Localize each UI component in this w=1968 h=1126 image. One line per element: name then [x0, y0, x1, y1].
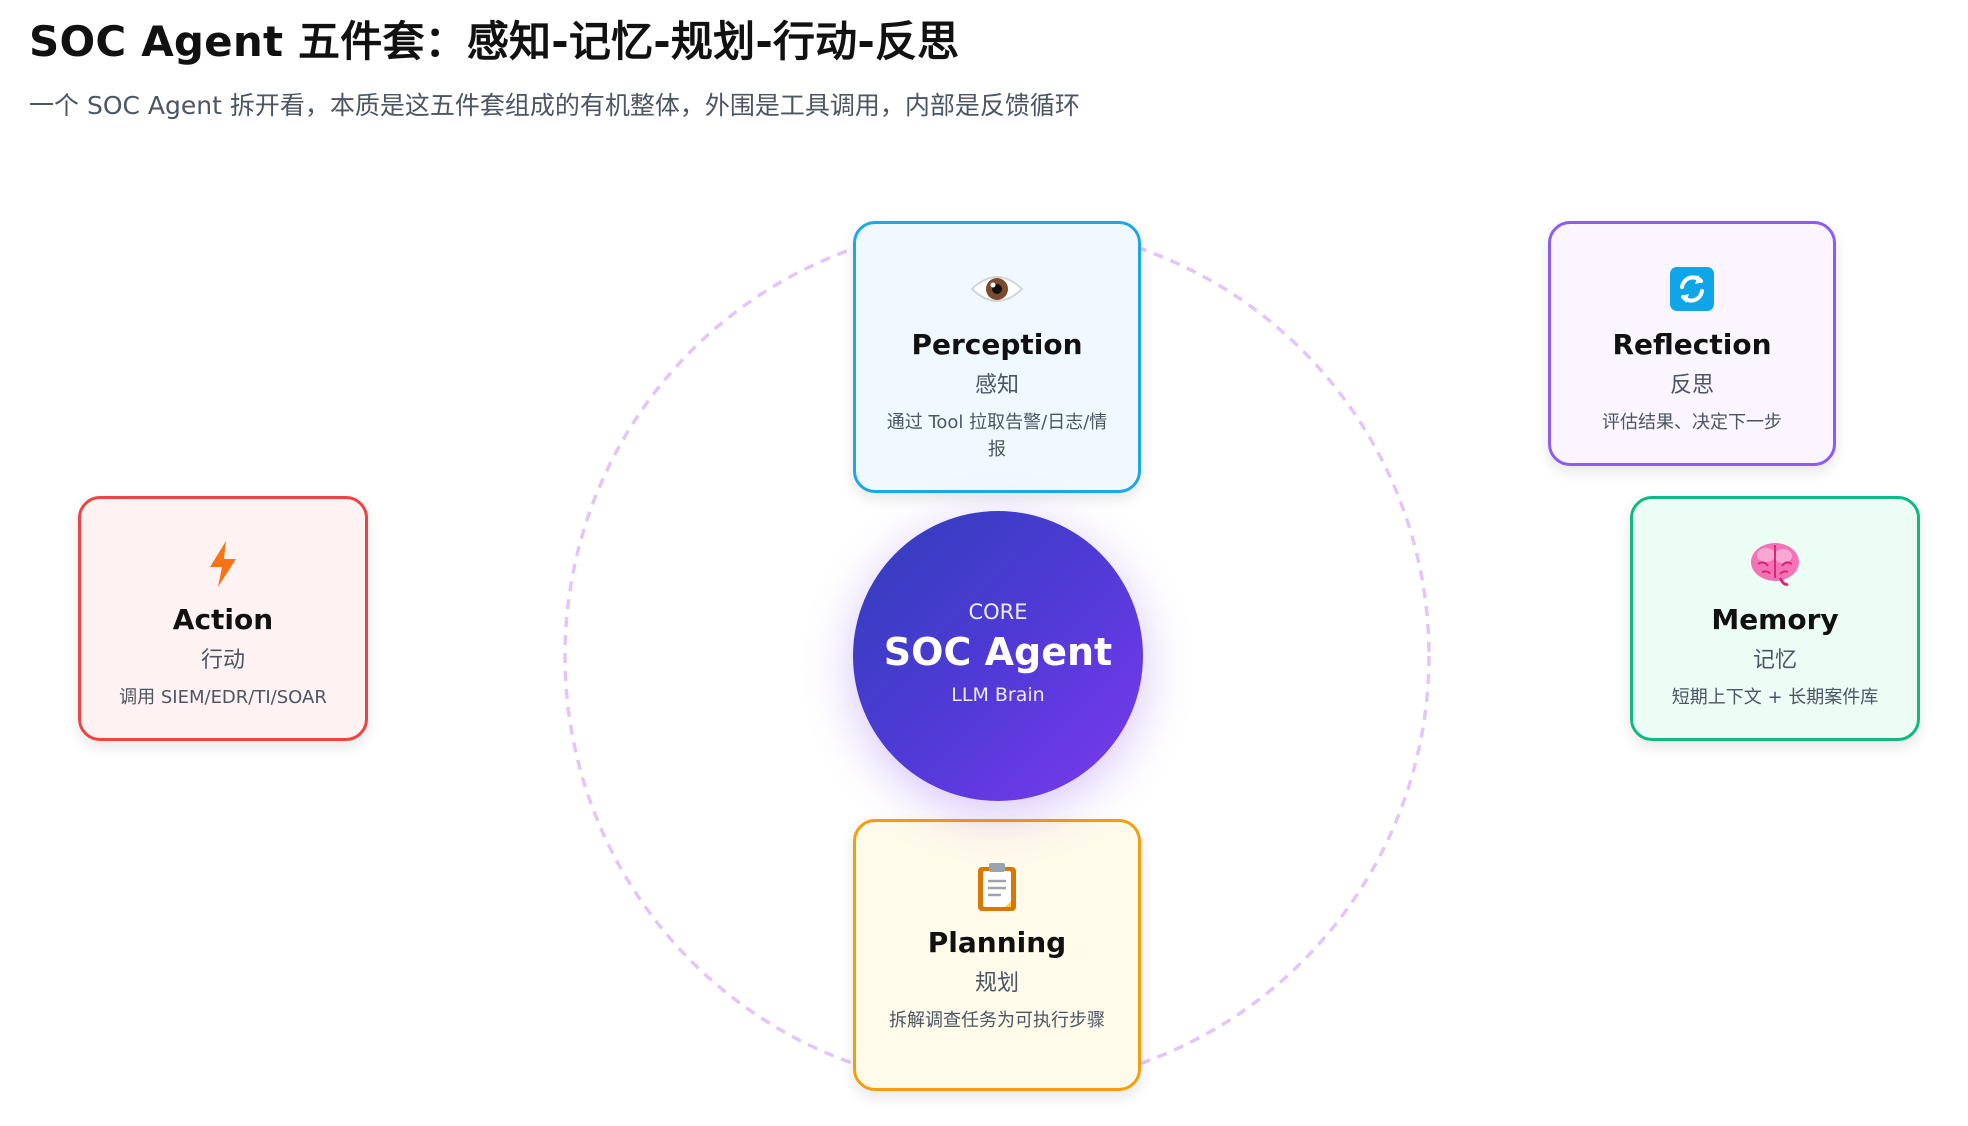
core-tag: CORE [968, 600, 1028, 624]
core-subtitle: LLM Brain [951, 684, 1045, 706]
planning-title: Planning [927, 926, 1067, 959]
planning-subtitle: 规划 [974, 971, 1019, 996]
eye-icon [970, 262, 1024, 316]
page-subtitle: 一个 SOC Agent 拆开看，本质是这五件套组成的有机整体，外围是工具调用，… [29, 91, 1080, 120]
lightning-icon [196, 537, 250, 591]
perception-description: 通过 Tool 拉取告警/日志/情报 [886, 412, 1108, 460]
planning-card: Planning 规划 拆解调查任务为可执行步骤 [853, 819, 1141, 1091]
brain-icon [1748, 537, 1802, 591]
memory-description: 短期上下文 + 长期案件库 [1671, 687, 1879, 708]
page-title: SOC Agent 五件套：感知-记忆-规划-行动-反思 [29, 17, 960, 66]
perception-title: Perception [911, 328, 1083, 361]
action-subtitle: 行动 [200, 648, 245, 673]
clipboard-icon [970, 860, 1024, 914]
perception-card: Perception 感知 通过 Tool 拉取告警/日志/情报 [853, 221, 1141, 493]
memory-subtitle: 记忆 [1752, 648, 1797, 673]
perception-subtitle: 感知 [974, 373, 1019, 398]
reflection-subtitle: 反思 [1669, 373, 1714, 398]
core-title: SOC Agent [883, 630, 1113, 674]
planning-description: 拆解调查任务为可执行步骤 [889, 1010, 1105, 1031]
memory-title: Memory [1711, 603, 1839, 636]
reflection-title: Reflection [1612, 328, 1772, 361]
refresh-icon [1665, 262, 1719, 316]
memory-card: Memory 记忆 短期上下文 + 长期案件库 [1630, 496, 1920, 741]
reflection-card: Reflection 反思 评估结果、决定下一步 [1548, 221, 1836, 466]
action-title: Action [172, 603, 274, 636]
action-description: 调用 SIEM/EDR/TI/SOAR [119, 687, 327, 708]
reflection-description: 评估结果、决定下一步 [1602, 412, 1782, 433]
action-card: Action 行动 调用 SIEM/EDR/TI/SOAR [78, 496, 368, 741]
core-agent-circle: CORE SOC Agent LLM Brain [853, 511, 1143, 801]
